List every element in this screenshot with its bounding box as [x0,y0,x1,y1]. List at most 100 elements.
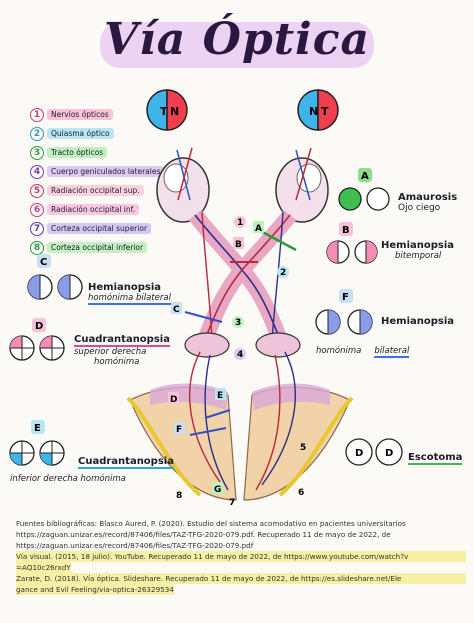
lesion-c-badge [37,254,51,268]
lesion-f-letter: F [342,292,349,303]
eye-label-n: N [309,105,318,118]
label-marker [232,316,244,328]
diagram-label-2: 2 [280,268,286,278]
lesion-a-title: Amaurosis [398,192,458,203]
lesion-b-letter: B [342,225,350,236]
lesion-marker-e [204,409,231,419]
diagram-label-8: 8 [176,491,182,501]
lesion-f-title: Hemianopsia [381,316,455,327]
diagram-label-a: A [255,224,262,234]
label-marker [277,266,289,278]
cortex-edge-left [126,396,202,497]
lesion-f-fields: F [315,289,373,335]
lesion-e-sub: inferior derecha homónima [10,474,126,484]
lesion-a-fields: A [338,168,390,211]
lesion-c-sub: homónima bilateral [88,293,171,305]
diagram-label-f: F [176,425,182,435]
lesion-marker-f [189,427,227,436]
label-marker [215,388,226,400]
field-defect [10,453,22,465]
lesion-e-fields: E [9,420,65,466]
right-geniculate-body [255,332,301,358]
reference-line: Fuentes bibliográficas: Blasco Aured, P.… [16,519,406,528]
diagram-label-1: 1 [237,218,243,228]
radiation-fiber [255,354,281,491]
label-marker [234,348,246,360]
lesion-c-fields: C [27,254,83,300]
legend-number: 8 [30,240,44,255]
diagram-label-g: G [214,485,221,495]
legend-label: Quiasma óptico [47,128,114,139]
diagram-label-e: E [217,391,223,401]
legend-number: 6 [30,202,44,217]
lesion-f-sub-wrap: homónima bilateral [316,338,410,358]
field-circle-right [375,438,403,466]
legend-number: 1 [30,107,44,122]
lesion-c-text: Hemianopsia homónima bilateral [88,282,171,305]
radiation-fiber [189,351,223,486]
lesion-g-title: Escotoma [408,452,463,465]
label-marker [174,422,185,434]
legend-label: Corteza occipital inferior [47,242,148,253]
lesion-e-badge [31,420,45,434]
nerve-fiber [201,211,213,341]
left-visual-field: T N [146,89,188,131]
label-marker [233,237,244,249]
lesion-f-sub2: bilateral [374,346,410,358]
lesion-b-badge [339,222,353,236]
lesion-e-sub-wrap: inferior derecha homónima [10,474,126,484]
eye-label-t: T [321,105,329,118]
legend-label: Tracto ópticos [47,147,108,158]
label-marker [168,392,179,404]
field-defect [58,275,70,299]
lesion-f-badge [339,289,353,303]
label-marker [253,221,264,233]
diagram-label-b: B [235,240,242,250]
light-ray [177,147,193,201]
field-defect [40,336,52,348]
legend-number: 4 [30,164,44,179]
nerve-fiber [204,214,291,341]
lesion-d-fields: D [9,318,65,361]
right-lens [296,163,322,193]
lesion-d-title: Cuadrantanopsia [74,334,170,347]
cortex-band-right [252,383,330,410]
left-geniculate-body [184,332,230,358]
diagram-label-6: 6 [298,488,304,498]
diagram-label-d: D [170,395,177,405]
lesion-d-sub2: homónima [94,357,140,367]
legend-number: 5 [30,183,44,198]
page-title: Vía Óptica [103,14,371,65]
lesion-d-text: Cuadrantanopsia superior derecha homónim… [74,334,170,367]
eye-label-t: T [160,105,168,118]
field-defect [327,241,338,263]
lesion-d-badge [32,318,46,332]
lesion-a-text: Amaurosis Ojo ciego [398,192,457,213]
lesion-a-sub: Ojo ciego [398,203,441,213]
diagram-label-3: 3 [235,318,241,328]
light-ray [176,149,191,201]
title-highlight [100,22,374,68]
light-ray [295,147,312,201]
label-marker [171,302,182,314]
lesion-g-fields: D D [345,438,403,466]
lesion-d-letter: D [35,321,43,332]
field-circle-right [366,187,390,211]
lesion-d-sub: superior derecha [74,347,147,357]
diagram-label-4: 4 [237,350,243,360]
lesion-marker-c [184,311,223,323]
radiation-fiber [261,351,296,486]
lesion-c-title: Hemianopsia [88,282,162,293]
lesion-g-letter-left: D [355,448,363,459]
lesion-c-letter: C [40,257,47,268]
field-defect [360,310,372,334]
right-visual-field: N T [297,89,339,131]
diagram-label-5: 5 [300,443,306,453]
